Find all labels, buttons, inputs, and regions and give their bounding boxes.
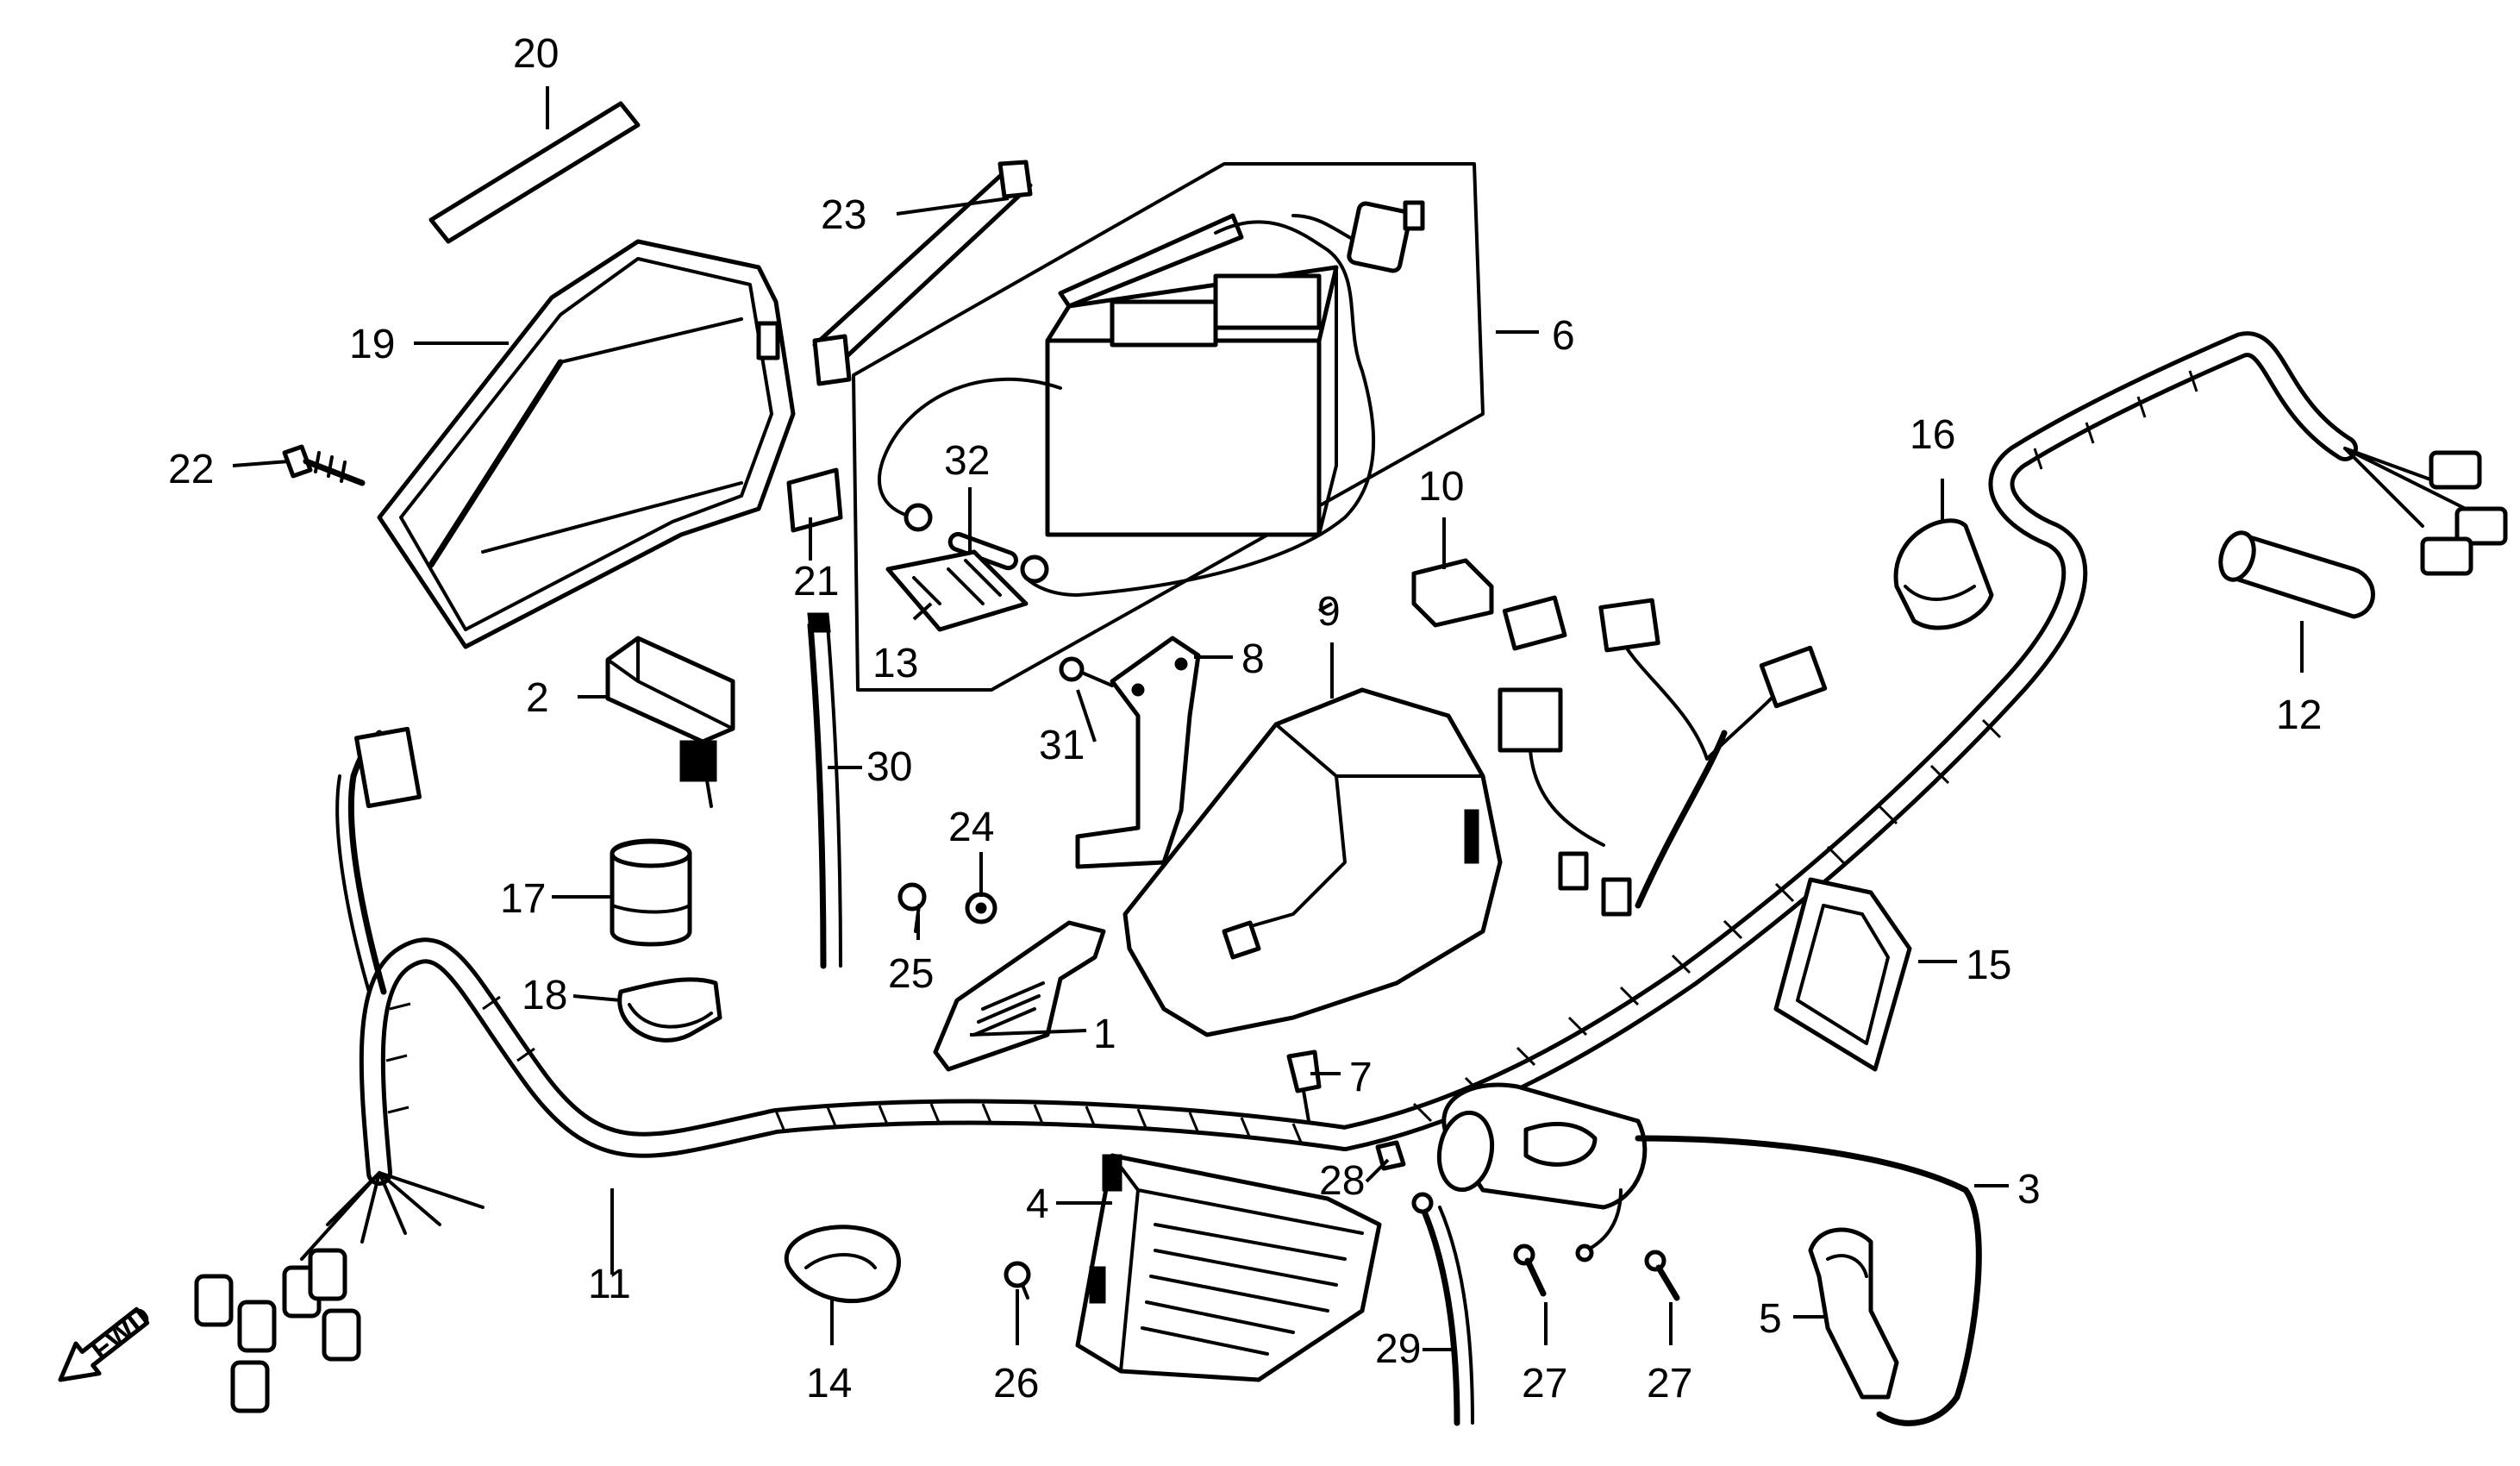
bolt-part-27a: [1513, 1244, 1547, 1297]
callout-28: 28: [1319, 1158, 1365, 1204]
cover-part-15: [1773, 877, 1912, 1072]
callout-4: 4: [1026, 1181, 1049, 1227]
callout-27-right: 27: [1647, 1361, 1692, 1406]
callout-14: 14: [806, 1361, 852, 1406]
battery-strap-part: [812, 160, 1033, 386]
bolt-part-27b: [1644, 1250, 1680, 1301]
callout-7: 7: [1349, 1055, 1373, 1100]
callout-3: 3: [2017, 1167, 2041, 1212]
callout-11: 11: [588, 1262, 631, 1307]
mount-rubber-part: [610, 838, 692, 947]
screw-part-26: [1004, 1261, 1031, 1300]
callout-2: 2: [526, 675, 549, 721]
bolt-part-22: [282, 444, 366, 486]
callout-15: 15: [1966, 943, 2011, 988]
leader-lines: [232, 86, 2304, 1351]
bracket-part-1: [933, 920, 1106, 1072]
callout-32: 32: [944, 438, 990, 484]
bolt-part-25: [897, 882, 927, 933]
callout-13: 13: [872, 641, 918, 686]
cap-part-12: [2218, 530, 2375, 619]
callout-18: 18: [522, 973, 567, 1018]
callout-1: 1: [1093, 1012, 1116, 1057]
ignition-coil-part: [1436, 1082, 1982, 1426]
callout-16: 16: [1910, 412, 1955, 458]
caution-label-part: [428, 101, 641, 244]
plug-cap-part: [1808, 1227, 1899, 1400]
battery-cover-part: [1122, 687, 1503, 1037]
callout-31: 31: [1039, 723, 1085, 768]
callout-labels: 20 23 19 6 22 32 21 10 16 12 13 8 9 31 2…: [168, 31, 2322, 1406]
callout-30: 30: [866, 744, 912, 790]
drain-tube-part: [1411, 1192, 1474, 1426]
coupler-part-10: [1411, 558, 1567, 651]
callout-24: 24: [948, 805, 994, 850]
callout-12: 12: [2276, 692, 2322, 738]
side-cover-part: [377, 239, 796, 649]
callout-23: 23: [821, 192, 866, 238]
callout-9: 9: [1317, 589, 1341, 635]
callout-26: 26: [993, 1361, 1039, 1406]
callout-8: 8: [1241, 636, 1265, 682]
grommet-part-16: [1893, 518, 1994, 630]
callout-5: 5: [1759, 1296, 1782, 1342]
callout-21: 21: [793, 559, 839, 605]
callout-25: 25: [888, 951, 934, 997]
fwd-indicator: FWD: [58, 1300, 158, 1382]
arrow-forward-icon: [58, 1306, 150, 1382]
callout-29: 29: [1375, 1326, 1421, 1372]
callout-17: 17: [500, 876, 546, 922]
callout-27-left: 27: [1522, 1361, 1567, 1406]
connector-part-7: [1286, 1049, 1322, 1123]
relay-part: [605, 636, 735, 808]
callout-20: 20: [513, 31, 559, 77]
callout-22: 22: [168, 447, 214, 492]
callout-10: 10: [1418, 464, 1464, 510]
grommet-part-14: [785, 1225, 901, 1304]
regulator-part: [1075, 1153, 1382, 1382]
nut-part-24: [965, 892, 997, 924]
stay-part-8: [1075, 636, 1201, 869]
wire-harness-part: [194, 331, 2508, 1413]
band-part: [617, 977, 722, 1043]
callout-19: 19: [349, 322, 395, 367]
screw-part-31: [1059, 656, 1114, 687]
breather-tube-part: [807, 612, 842, 969]
battery-assembly-outline: [786, 162, 1485, 692]
callout-6: 6: [1552, 313, 1575, 359]
